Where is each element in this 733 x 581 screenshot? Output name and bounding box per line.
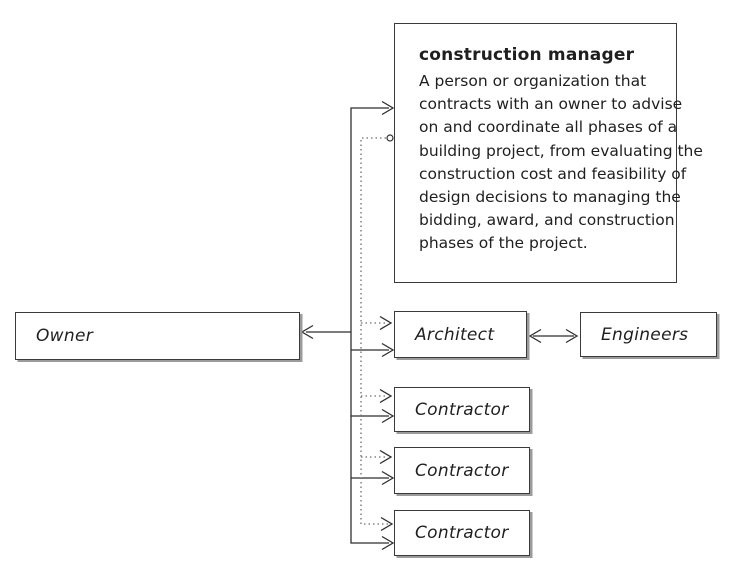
arrowhead-into-architect-from-engineers: [528, 328, 542, 344]
circle-terminator-definition-box: [386, 134, 394, 142]
arrowhead-into-owner: [300, 324, 314, 340]
arrowhead-into-contractor-1-solid: [381, 408, 395, 424]
definition-body-line: bidding, award, and construction: [419, 211, 675, 230]
definition-body-line: phases of the project.: [419, 234, 588, 253]
node-architect-label: Architect: [415, 324, 495, 345]
node-contractor-3-label: Contractor: [415, 523, 509, 543]
arrowhead-into-engineers: [565, 328, 579, 344]
definition-body: A person or organization that contracts …: [419, 70, 703, 256]
definition-body-line: building project, from evaluating the: [419, 141, 703, 160]
node-contractor-1-label: Contractor: [415, 399, 509, 420]
definition-body-line: contracts with an owner to advise: [419, 95, 683, 114]
connector-solid-contractor-1: [351, 408, 395, 424]
arrowhead-into-architect-dotted: [379, 315, 393, 331]
arrowhead-into-contractor-2-solid: [381, 470, 395, 486]
definition-body-line: on and coordinate all phases of a: [419, 118, 678, 137]
connector-dotted-architect: [361, 315, 393, 331]
node-engineers: Engineers: [580, 312, 717, 357]
arrowhead-into-definition-box: [381, 100, 395, 116]
connector-solid-contractor-2: [351, 470, 395, 486]
connector-dotted-contractor-1: [361, 388, 393, 404]
node-contractor-1: Contractor: [394, 387, 530, 432]
definition-title: construction manager: [419, 45, 635, 65]
definition-body-line: design decisions to managing the: [419, 188, 681, 207]
connector-solid-architect: [351, 342, 395, 358]
node-contractor-3: Contractor: [394, 510, 530, 556]
connector-solid-owner: [300, 324, 351, 340]
arrowhead-into-contractor-3-dotted: [380, 516, 394, 532]
node-contractor-2: Contractor: [394, 447, 530, 494]
node-architect: Architect: [394, 311, 527, 358]
connector-solid-trunk: [350, 100, 395, 551]
connector-dotted-contractor-2: [361, 449, 393, 465]
node-engineers-label: Engineers: [601, 324, 689, 345]
arrowhead-into-contractor-3-solid: [381, 535, 395, 551]
arrowhead-into-architect-solid: [381, 342, 395, 358]
definition-box: construction manager A person or organiz…: [394, 23, 703, 283]
node-contractor-2-label: Contractor: [415, 460, 509, 481]
definition-body-line: construction cost and feasibility of: [419, 164, 687, 183]
definition-body-line: A person or organization that: [419, 72, 647, 90]
arrowhead-into-contractor-1-dotted: [379, 388, 393, 404]
node-owner-label: Owner: [36, 326, 94, 346]
connector-architect-engineers: [528, 328, 579, 344]
node-owner: Owner: [15, 312, 300, 360]
connector-dotted-trunk: [360, 134, 394, 532]
arrowhead-into-contractor-2-dotted: [379, 449, 393, 465]
